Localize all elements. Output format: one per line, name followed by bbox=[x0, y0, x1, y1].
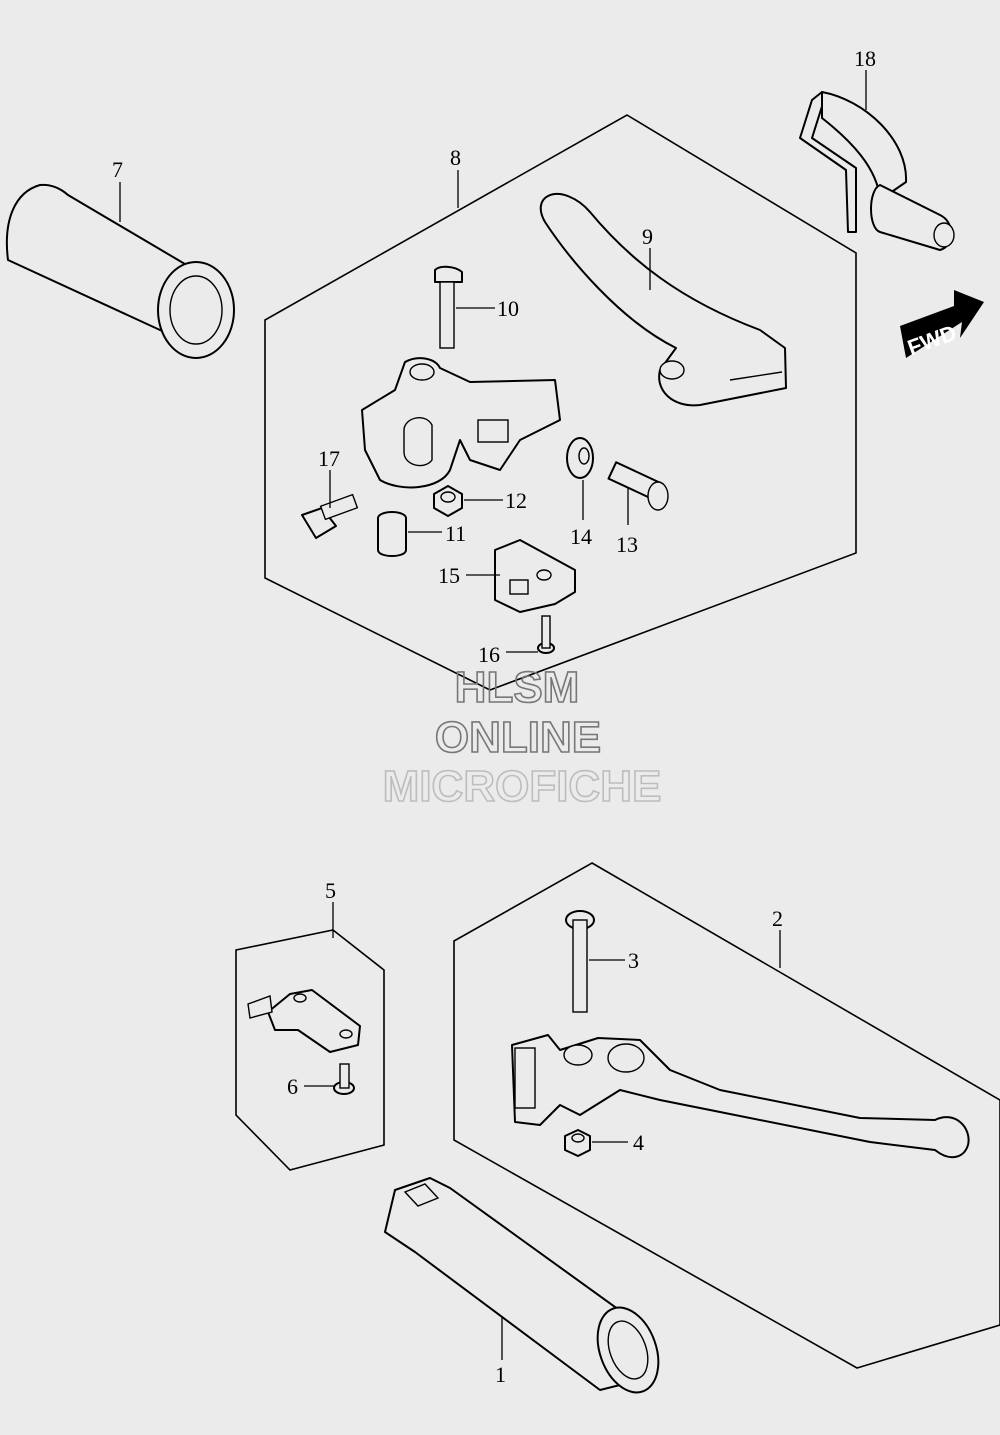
part-16-screw[interactable] bbox=[537, 615, 555, 654]
callout-10: 10 bbox=[497, 296, 519, 321]
callout-15: 15 bbox=[438, 563, 460, 588]
part-5-brake-switch[interactable] bbox=[247, 989, 361, 1053]
watermark-line-2: ONLINE bbox=[435, 713, 601, 762]
callout-5: 5 bbox=[325, 878, 336, 903]
part-2-brake-lever[interactable] bbox=[511, 1034, 970, 1159]
callout-18: 18 bbox=[854, 46, 876, 71]
callout-9: 9 bbox=[642, 224, 653, 249]
part-13-cable-adjuster[interactable] bbox=[607, 461, 669, 511]
part-1-throttle-grip[interactable] bbox=[384, 1177, 669, 1401]
part-10-pivot-bolt[interactable] bbox=[434, 265, 463, 349]
part-7-grip[interactable] bbox=[6, 183, 235, 359]
callout-11: 11 bbox=[445, 521, 466, 546]
part-6-screw[interactable] bbox=[333, 1063, 355, 1095]
callout-8: 8 bbox=[450, 145, 461, 170]
part-3-pivot-bolt[interactable] bbox=[565, 910, 595, 1013]
callout-1: 1 bbox=[495, 1362, 506, 1387]
callout-6: 6 bbox=[287, 1074, 298, 1099]
fwd-arrow-icon: FWD bbox=[900, 290, 984, 360]
callout-3: 3 bbox=[628, 948, 639, 973]
callout-7: 7 bbox=[112, 157, 123, 182]
callout-14: 14 bbox=[570, 524, 592, 549]
callout-4: 4 bbox=[633, 1130, 644, 1155]
part-11-collar[interactable] bbox=[377, 511, 407, 557]
callout-16: 16 bbox=[478, 642, 500, 667]
callout-2: 2 bbox=[772, 906, 783, 931]
part-clutch-lever-holder[interactable] bbox=[361, 357, 561, 489]
callout-12: 12 bbox=[505, 488, 527, 513]
watermark: HLSM ONLINE MICROFICHE bbox=[382, 662, 662, 812]
group-outline-2 bbox=[453, 862, 1000, 1369]
watermark-line-1: HLSM bbox=[455, 663, 580, 712]
callout-17: 17 bbox=[318, 446, 340, 471]
callout-13: 13 bbox=[616, 532, 638, 557]
part-18-cable-guide[interactable] bbox=[799, 91, 955, 251]
part-14-adjuster-ring[interactable] bbox=[566, 437, 594, 479]
part-4-nut[interactable] bbox=[564, 1129, 591, 1157]
part-17-bolt[interactable] bbox=[301, 493, 359, 539]
group-outline-5 bbox=[235, 929, 385, 1171]
group-outline-8 bbox=[264, 114, 857, 691]
part-15-clutch-switch[interactable] bbox=[494, 539, 576, 613]
part-9-clutch-lever[interactable] bbox=[539, 193, 787, 407]
watermark-line-3: MICROFICHE bbox=[383, 762, 662, 811]
part-12-nut[interactable] bbox=[433, 485, 463, 517]
